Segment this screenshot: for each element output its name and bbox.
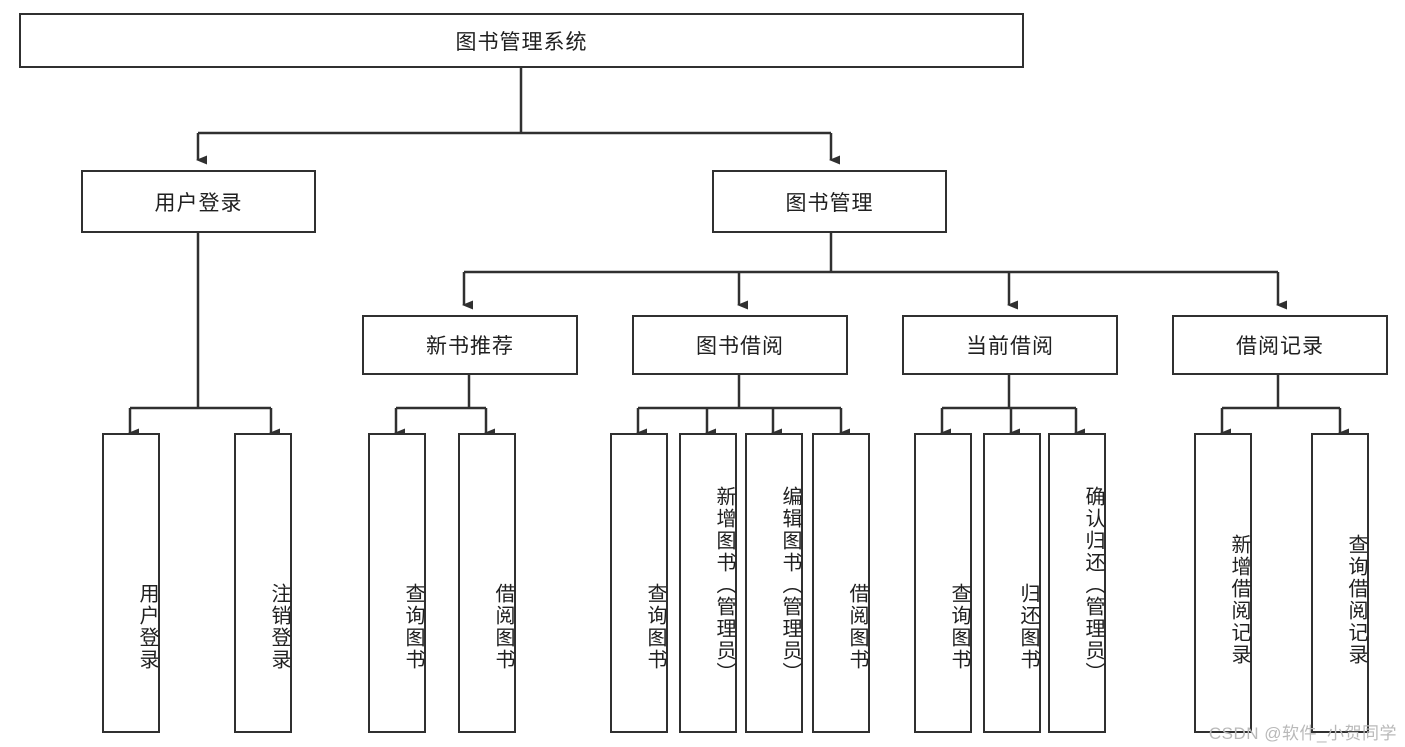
node-book-management[interactable]: 图书管理 <box>712 170 947 233</box>
node-new-book-recommend[interactable]: 新书推荐 <box>362 315 578 375</box>
leaf-borrow-book[interactable]: 借阅图书 <box>812 433 870 733</box>
node-label: 借阅图书 <box>846 583 868 671</box>
leaf-query-book-current[interactable]: 查询图书 <box>914 433 972 733</box>
node-label: 借阅记录 <box>1236 335 1324 358</box>
node-label: 新增图书（管理员） <box>713 485 735 684</box>
node-label: 新书推荐 <box>426 335 514 358</box>
node-borrow-record[interactable]: 借阅记录 <box>1172 315 1388 375</box>
leaf-add-borrow-record[interactable]: 新增借阅记录 <box>1194 433 1252 733</box>
leaf-add-book-admin[interactable]: 新增图书（管理员） <box>679 433 737 733</box>
node-user-login[interactable]: 用户登录 <box>81 170 316 233</box>
node-label: 确认归还（管理员） <box>1082 485 1104 684</box>
leaf-borrow-book-recommend[interactable]: 借阅图书 <box>458 433 516 733</box>
node-label: 查询图书 <box>402 583 424 671</box>
node-label: 图书管理 <box>785 191 874 215</box>
node-label: 查询借阅记录 <box>1345 533 1367 666</box>
leaf-query-borrow-record[interactable]: 查询借阅记录 <box>1311 433 1369 733</box>
node-label: 查询图书 <box>644 583 666 671</box>
leaf-query-book-borrow[interactable]: 查询图书 <box>610 433 668 733</box>
leaf-confirm-return-admin[interactable]: 确认归还（管理员） <box>1048 433 1106 733</box>
node-label: 当前借阅 <box>966 335 1054 358</box>
node-label: 用户登录 <box>154 191 243 215</box>
node-label: 新增借阅记录 <box>1228 533 1250 666</box>
leaf-return-book[interactable]: 归还图书 <box>983 433 1041 733</box>
node-label: 归还图书 <box>1017 583 1039 671</box>
node-label: 注销登录 <box>268 583 290 671</box>
node-root-system[interactable]: 图书管理系统 <box>19 13 1024 68</box>
leaf-user-login[interactable]: 用户登录 <box>102 433 160 733</box>
node-label: 查询图书 <box>948 583 970 671</box>
leaf-edit-book-admin[interactable]: 编辑图书（管理员） <box>745 433 803 733</box>
node-label: 借阅图书 <box>492 583 514 671</box>
leaf-query-book-recommend[interactable]: 查询图书 <box>368 433 426 733</box>
node-book-borrow[interactable]: 图书借阅 <box>632 315 848 375</box>
node-label: 编辑图书（管理员） <box>779 485 801 684</box>
leaf-logout-login[interactable]: 注销登录 <box>234 433 292 733</box>
node-current-borrow[interactable]: 当前借阅 <box>902 315 1118 375</box>
node-label: 图书管理系统 <box>455 30 588 54</box>
node-label: 用户登录 <box>136 583 158 671</box>
node-label: 图书借阅 <box>696 335 784 358</box>
